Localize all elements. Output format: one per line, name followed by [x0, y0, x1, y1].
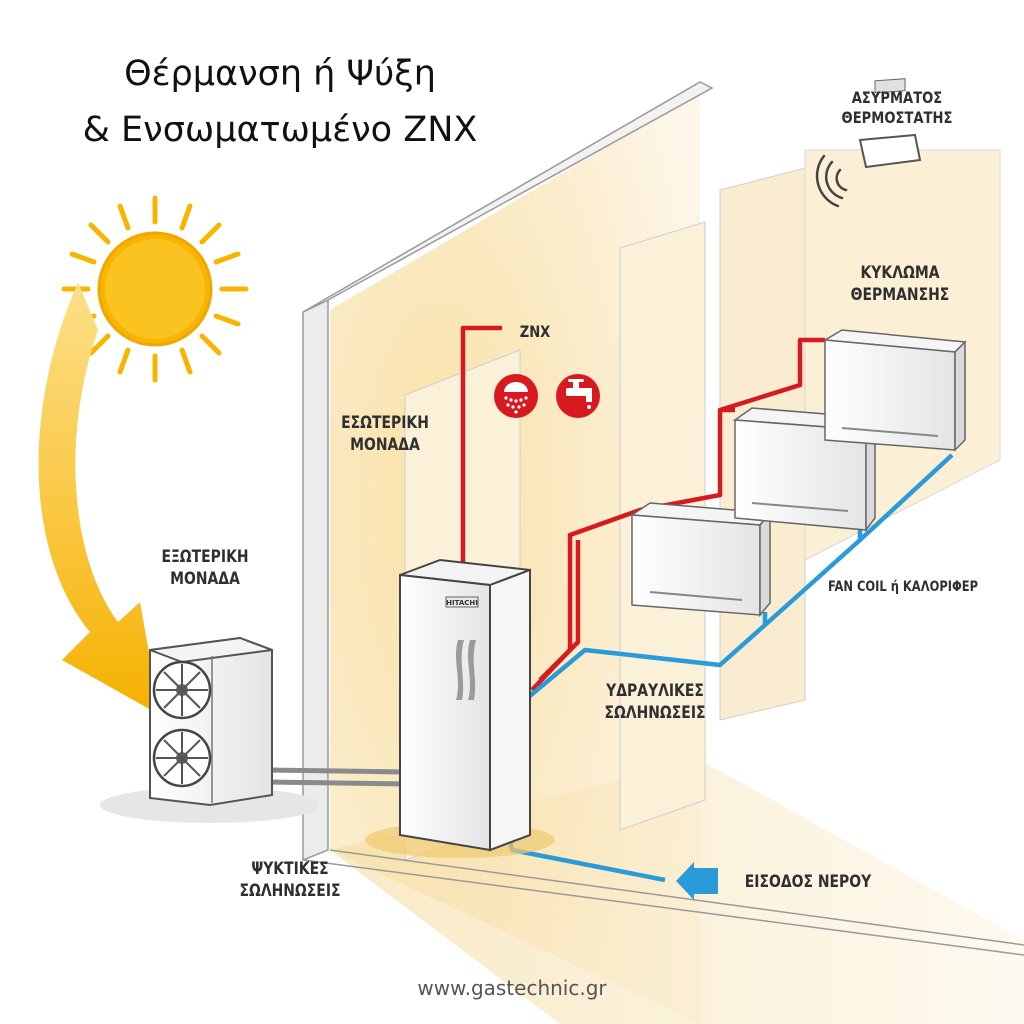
refrigerant-pipes: [267, 767, 406, 787]
outdoor-unit-label: ΕΞΩΤΕΡΙΚΗ ΜΟΝΑΔΑ: [161, 547, 249, 589]
front-wall-edge: [302, 298, 329, 862]
faucet-icon: [556, 374, 600, 418]
fan-icon: [152, 660, 212, 720]
return-pipe: [523, 453, 954, 702]
website-footer: www.gastechnic.gr: [417, 976, 607, 1000]
fan-icon: [152, 728, 212, 788]
fan-coil-unit-1: [629, 502, 772, 618]
title-line-2: & Ενσωματωμένο ΖΝΧ: [82, 110, 478, 150]
sun-icon: [61, 195, 249, 383]
hydraulic-pipes-label: ΥΔΡΑΥΛΙΚΕΣ ΣΩΛΗΝΩΣΕΙΣ: [604, 681, 706, 723]
indoor-unit: HITACHI: [365, 558, 555, 858]
hot-water-pipes: [460, 325, 825, 692]
supply-pipe: [530, 337, 825, 692]
fan-coil-units: [629, 329, 967, 618]
floor-edge: [329, 849, 1024, 946]
fan-coil-label: FAN COIL ή ΚΑΛΟΡΙΦΕΡ: [827, 579, 979, 595]
fan-coil-unit-3: [822, 329, 967, 452]
shower-icon: [494, 374, 538, 418]
heating-circuit-label: ΚΥΚΛΩΜΑ ΘΕΡΜΑΝΣΗΣ: [850, 263, 950, 305]
title-line-1: Θέρμανση ή Ψύξη: [124, 54, 436, 94]
floor-edge-2: [302, 859, 1024, 956]
water-inlet-arrow-icon: [676, 862, 718, 900]
indoor-unit-handle: [456, 640, 464, 700]
indoor-unit-label: ΕΣΩΤΕΡΙΚΗ ΜΟΝΑΔΑ: [341, 413, 429, 455]
refrigerant-pipes-label: ΨΥΚΤΙΚΕΣ ΣΩΛΗΝΩΣΕΙΣ: [239, 859, 341, 901]
dhw-label: ΖΝΧ: [519, 322, 551, 341]
outdoor-unit: [100, 636, 320, 823]
wireless-thermostat-label: ΑΣΥΡΜΑΤΟΣ ΘΕΡΜΟΣΤΑΤΗΣ: [841, 88, 953, 127]
brand-label: HITACHI: [446, 599, 478, 607]
sun-energy-arrow: [38, 282, 160, 715]
dhw-pipe: [460, 325, 502, 565]
water-inlet-label: ΕΙΣΟΔΟΣ ΝΕΡΟΥ: [744, 872, 872, 892]
wireless-thermostat: [858, 78, 922, 169]
wifi-signal-icon: [815, 154, 848, 208]
roof-edge: [302, 81, 714, 313]
brand-plate: [445, 596, 479, 608]
